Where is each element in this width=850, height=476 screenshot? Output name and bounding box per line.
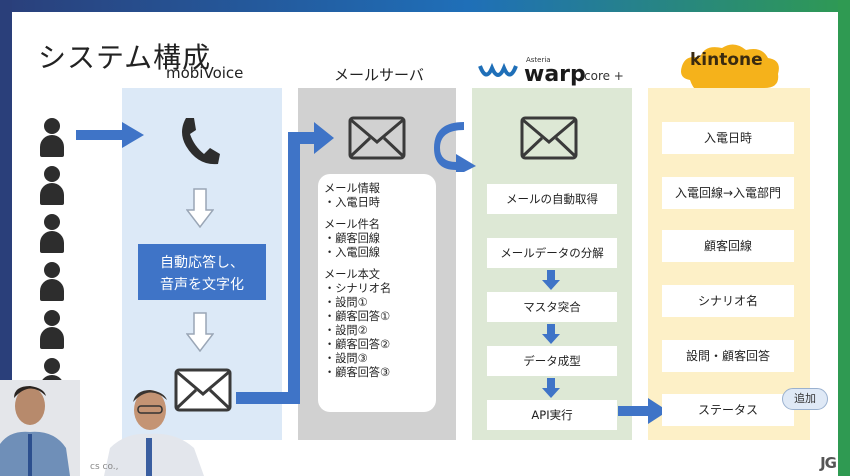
auto-response-line2: 音声を文字化 [160,277,244,293]
kintone-field: 設問・顧客回答 [662,340,794,372]
mail-line: ・設問③ [324,352,368,365]
mail-line: メール情報 [324,182,380,195]
phone-icon [182,118,220,165]
auto-response-box: 自動応答し、 音声を文字化 [138,244,266,300]
kintone-field: シナリオ名 [662,285,794,317]
kintone-field: ステータス [662,394,794,426]
kintone-field: 入電回線→入電部門 [662,177,794,209]
slide-title: システム構成 [38,41,212,74]
arrow-down-icon [542,270,560,290]
warp-text: warp [524,62,586,87]
warp-step: マスタ突合 [487,292,617,322]
mail-line: ・顧客回答③ [324,366,390,379]
presenter-video-left [0,380,80,476]
curved-arrow-icon [434,122,476,172]
arrow-down-icon [186,312,214,352]
mail-line: ・顧客回答② [324,338,390,351]
person-icon [40,214,64,254]
person-icon [40,118,64,158]
warp-logo: Asteria warp core + [478,56,638,90]
warp-step: データ成型 [487,346,617,376]
label-mailserver: メールサーバ [334,66,424,84]
kintone-cloud-icon [681,44,779,98]
kintone-logo-text: kintone [690,50,763,70]
mail-line: ・顧客回答① [324,310,390,323]
mail-line: メール本文 [324,268,380,281]
presenter-video-right [104,390,204,476]
mail-line: ・シナリオ名 [324,282,392,295]
mail-line: ・入電回線 [324,246,380,259]
mail-line: ・入電日時 [324,196,380,209]
corner-logo: JG [820,454,837,472]
person-icon [40,166,64,206]
frame-right-bar [838,0,850,476]
label-mobivoice: mobiVoice [166,64,244,82]
asteria-text: Asteria [526,56,551,64]
mail-icon [348,116,406,160]
arrow-right-icon [618,398,668,424]
mail-line: ・設問② [324,324,368,337]
arrow-right-icon [76,122,144,148]
core-text: core + [584,69,624,83]
warp-step: メールの自動取得 [487,184,617,214]
add-badge: 追加 [782,388,828,410]
frame-left-bar [0,0,12,476]
arrow-down-icon [542,324,560,344]
mail-icon [174,368,232,412]
frame-top-bar [0,0,850,12]
mail-icon [520,116,578,160]
kintone-field: 入電日時 [662,122,794,154]
arrow-down-icon [186,188,214,228]
auto-response-line1: 自動応答し、 [160,255,244,271]
warp-step: API実行 [487,400,617,430]
warp-step: メールデータの分解 [487,238,617,268]
mail-line: ・顧客回線 [324,232,380,245]
person-icon [40,310,64,350]
footer-text: cs co., [90,462,119,472]
person-icon [40,262,64,302]
arrow-down-icon [542,378,560,398]
mail-line: メール件名 [324,218,380,231]
mail-line: ・設問① [324,296,368,309]
kintone-field: 顧客回線 [662,230,794,262]
mail-content-card: メール情報 ・入電日時 メール件名 ・顧客回線 ・入電回線 メール本文 ・シナリ… [318,174,436,412]
